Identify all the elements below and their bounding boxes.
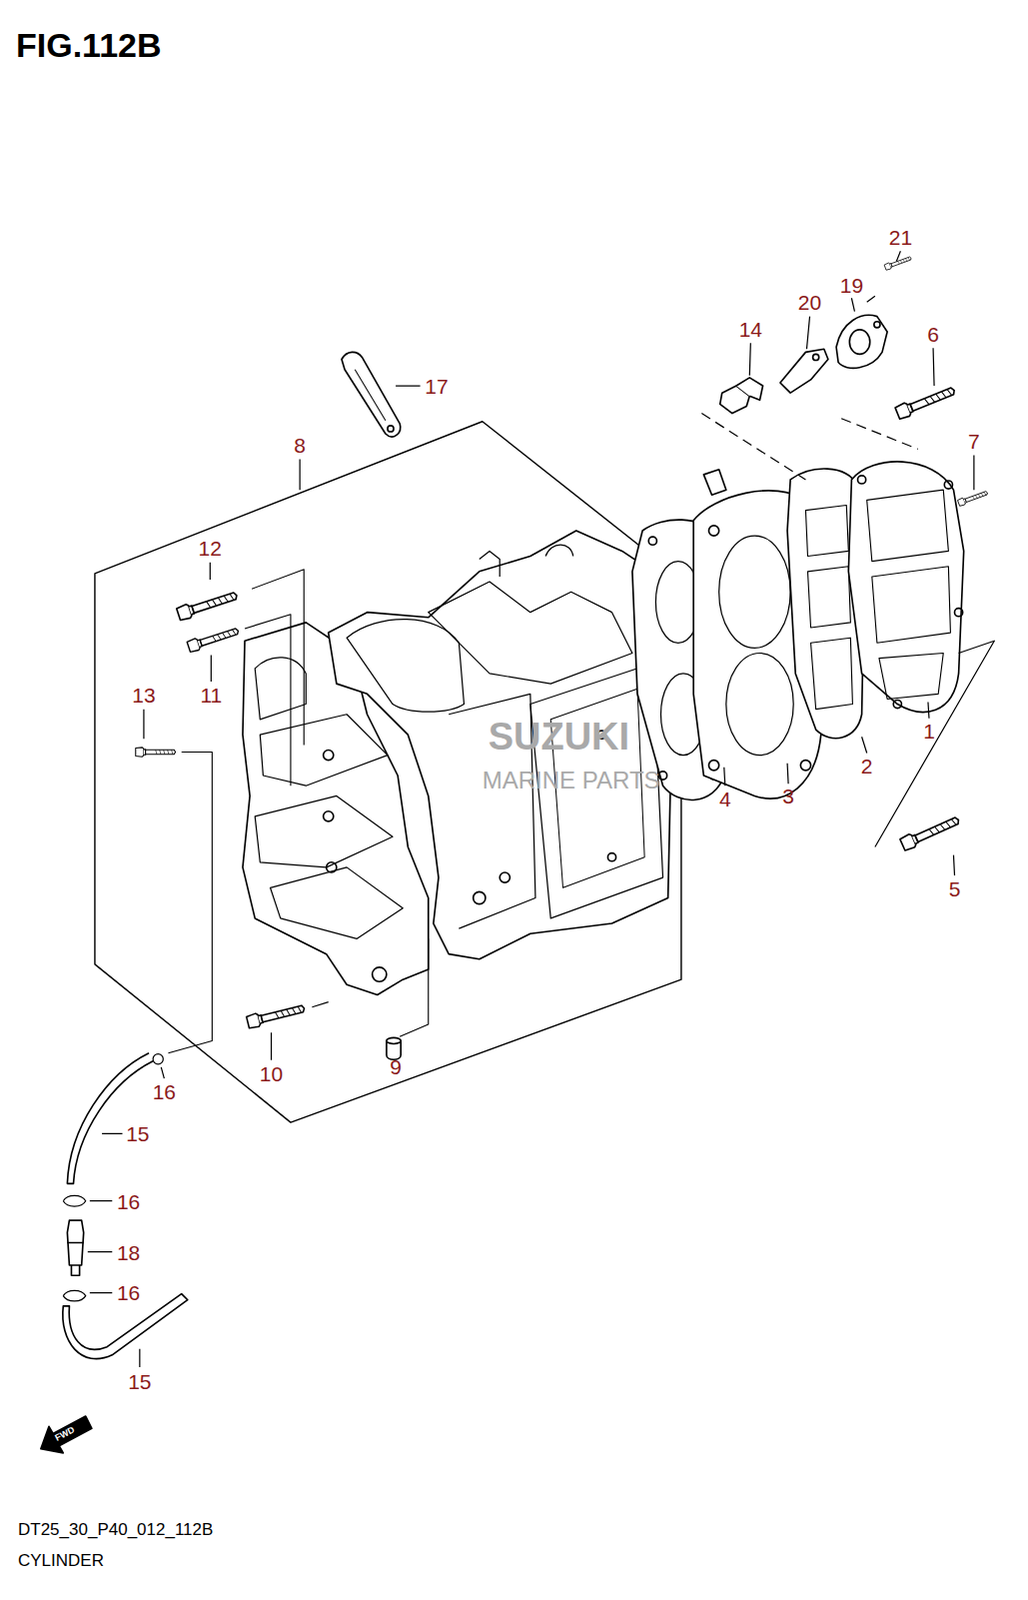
figure-title: FIG.112B [15, 27, 162, 62]
callout-number: 16 [116, 1281, 140, 1303]
callout-number: 3 [782, 785, 795, 807]
callout-number: 18 [116, 1240, 140, 1262]
watermark: MARINE PARTS [482, 768, 661, 793]
figure-caption: CYLINDER [17, 1551, 104, 1569]
callout-number: 15 [125, 1122, 149, 1144]
callout-number: 13 [131, 684, 155, 706]
callout-number: 17 [424, 374, 448, 396]
callout-number: 1 [923, 719, 936, 741]
callout-number: 6 [927, 322, 940, 344]
callout-number: 16 [116, 1189, 140, 1211]
callout-number: 7 [968, 430, 981, 452]
callout-number: 11 [199, 684, 222, 706]
callout-number: 4 [719, 788, 732, 810]
callout-number: 21 [889, 225, 913, 247]
callout-number: 10 [259, 1061, 283, 1083]
callout-number: 19 [840, 273, 864, 295]
callout-number: 14 [739, 317, 763, 339]
callout-number: 12 [198, 537, 222, 559]
callout-number: 2 [861, 754, 874, 776]
callout-number: 20 [798, 291, 822, 313]
callout-number: 8 [293, 434, 306, 456]
callout-number: 5 [949, 878, 962, 900]
callout-number: 9 [389, 1054, 402, 1076]
callout-number: 16 [152, 1080, 176, 1102]
callout-number: 15 [127, 1370, 151, 1392]
figure-code: DT25_30_P40_012_112B [17, 1520, 213, 1538]
watermark: SUZUKI [488, 717, 630, 756]
